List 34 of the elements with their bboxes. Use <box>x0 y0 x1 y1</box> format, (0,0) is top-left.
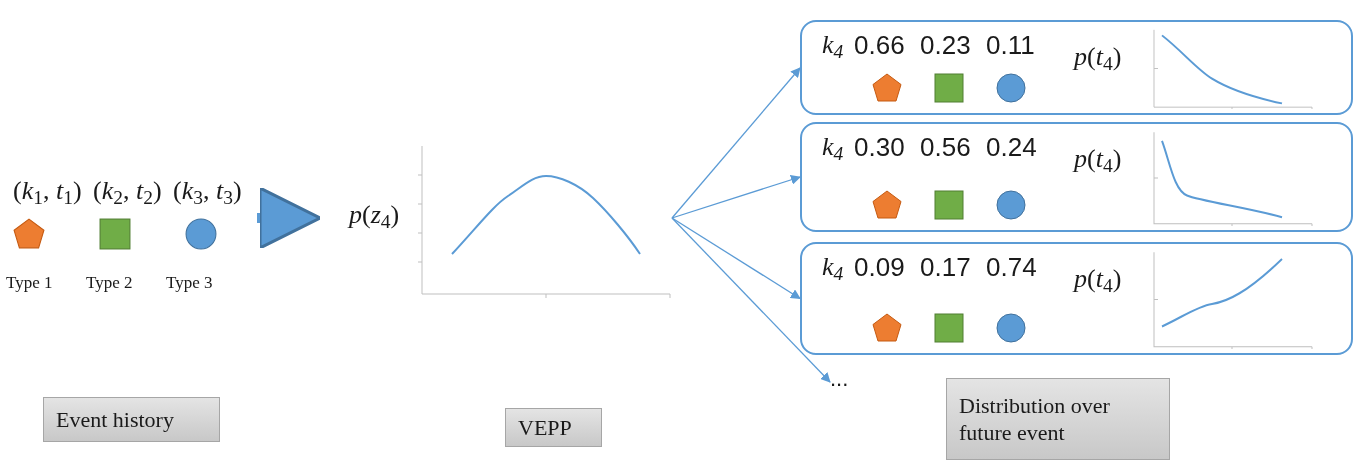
arrow <box>671 217 801 300</box>
arrow <box>671 217 831 383</box>
probability-value: 0.09 <box>854 254 905 280</box>
arrow <box>671 175 801 219</box>
type-variable: k$_{4}$ <box>822 254 844 280</box>
time-probability-label: p(t$_{4}$) <box>1074 266 1122 292</box>
section-caption: Distribution over future event <box>946 378 1170 460</box>
event-tuple: (k$_{3}$, t$_{3}$) <box>173 178 242 204</box>
time-probability-label: p(t$_{4}$) <box>1074 44 1122 70</box>
distribution-card <box>800 20 1353 115</box>
arrow <box>257 186 322 250</box>
probability-value: 0.17 <box>920 254 971 280</box>
ellipsis: ... <box>830 368 849 390</box>
type-label: Type 2 <box>86 274 133 291</box>
event-tuple: (k$_{1}$, t$_{1}$) <box>13 178 82 204</box>
arrow <box>671 67 801 219</box>
time-probability-label: p(t$_{4}$) <box>1074 146 1122 172</box>
probability-value: 0.74 <box>986 254 1037 280</box>
distribution-card <box>800 122 1353 232</box>
distribution-card <box>800 242 1353 355</box>
type-variable: k$_{4}$ <box>822 32 844 58</box>
type-variable: k$_{4}$ <box>822 134 844 160</box>
section-caption: Event history <box>43 397 220 442</box>
probability-value: 0.23 <box>920 32 971 58</box>
event-tuple: (k$_{2}$, t$_{2}$) <box>93 178 162 204</box>
probability-value: 0.30 <box>854 134 905 160</box>
type-label: Type 1 <box>6 274 53 291</box>
section-caption: VEPP <box>505 408 602 447</box>
latent-probability-label: p(z$_{4}$) <box>349 202 400 228</box>
type-label: Type 3 <box>166 274 213 291</box>
probability-value: 0.56 <box>920 134 971 160</box>
probability-value: 0.66 <box>854 32 905 58</box>
probability-value: 0.24 <box>986 134 1037 160</box>
probability-value: 0.11 <box>986 32 1035 58</box>
